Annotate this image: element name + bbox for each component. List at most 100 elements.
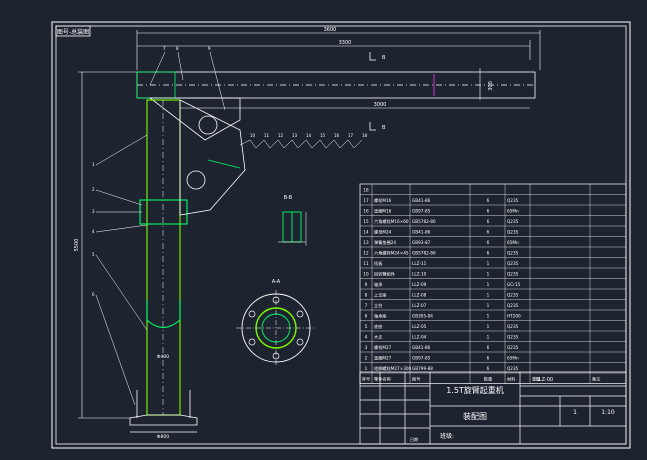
balloon-zig-1: 10	[250, 133, 256, 138]
parts-table-cell: 7	[365, 303, 368, 308]
parts-table-cell: 弹簧垫圈24	[374, 239, 396, 246]
parts-table-cell: 螺母M24	[374, 229, 392, 236]
rotation-plate	[179, 99, 246, 216]
balloon-left-2: 2	[92, 187, 95, 192]
parts-table-cell: GB97-85	[412, 209, 431, 214]
parts-table-cell: Q235	[507, 251, 519, 256]
section-b-markers	[369, 52, 376, 131]
parts-table-cell: 立柱	[374, 302, 383, 309]
parts-table-cell: GB93-87	[412, 240, 431, 245]
parts-table-cell: 1	[365, 366, 368, 371]
dim-arm-inner: 3000	[374, 102, 387, 108]
parts-table-cell: 65Mn	[507, 356, 519, 361]
parts-table-cell: 13	[363, 240, 369, 245]
parts-table-cell: 轴承	[374, 281, 383, 288]
parts-table-cell: 地脚螺栓M27×300	[374, 365, 412, 372]
parts-table-header-cell: 零件名称	[374, 376, 391, 383]
parts-table-cell: GB5782-86	[412, 251, 436, 256]
parts-table-cell: 17	[363, 198, 369, 203]
left-dimension	[78, 71, 137, 419]
parts-table-cell: 8	[365, 293, 368, 298]
left-leaders	[95, 134, 148, 406]
parts-table-cell: 15	[363, 219, 369, 224]
drawing-title: 1.5T旋臂起重机	[446, 385, 504, 395]
balloon-zig-3: 12	[278, 133, 284, 138]
section-bb-label: B-B	[284, 195, 293, 201]
parts-table-cell: LLZ-05	[412, 324, 427, 329]
parts-table-header-cell: 备注	[592, 376, 601, 383]
parts-table-cell: 1	[487, 303, 490, 308]
balloon-zig-2: 11	[264, 133, 270, 138]
dim-beam-height: 300	[488, 81, 494, 91]
parts-table-cell: 6	[487, 251, 490, 256]
parts-table-cell: Q235	[507, 293, 519, 298]
section-aa-label: A-A	[272, 279, 281, 285]
parts-table-frame	[359, 183, 627, 384]
dim-column-height: 5500	[74, 239, 80, 252]
outer-frame	[51, 21, 631, 449]
parts-table-cell: 6	[487, 198, 490, 203]
parts-table-cell: 11	[363, 261, 369, 266]
parts-table-cell: LLZ-10	[412, 272, 427, 277]
parts-table-cell: Q235	[507, 335, 519, 340]
section-aa-flange	[236, 290, 316, 366]
parts-table-cell: 1	[487, 335, 490, 340]
parts-table-cell: 6	[487, 345, 490, 350]
parts-table-cell: Q235	[507, 230, 519, 235]
parts-table-cell: 6	[487, 356, 490, 361]
parts-table-cell: LLZ-11	[412, 261, 427, 266]
parts-table-cell: Q235	[507, 366, 519, 371]
parts-table-cell: 6	[487, 219, 490, 224]
drawing-tag-box	[55, 25, 91, 37]
top-dimensions	[136, 30, 541, 109]
balloon-top-3: 9	[208, 46, 211, 51]
balloon-zig-7: 16	[334, 133, 340, 138]
section-b-bottom: B	[382, 125, 386, 131]
date-label: 日期	[410, 436, 418, 442]
parts-table-cell: GB5782-86	[412, 219, 436, 224]
parts-table-cell: 大支	[374, 334, 383, 341]
parts-table-cell: 12	[363, 251, 369, 256]
balloon-left-3: 3	[92, 209, 95, 214]
balloon-zig-9: 18	[362, 133, 368, 138]
drawing-subtitle: 装配图	[463, 411, 487, 421]
parts-table-cell: 65Mn	[507, 240, 519, 245]
parts-table-cell: 9	[365, 282, 368, 287]
parts-table-cell: 1	[487, 293, 490, 298]
parts-table-cell: 5	[365, 324, 368, 329]
balloon-left-4: 4	[92, 229, 95, 234]
parts-table-cell: Q235	[507, 261, 519, 266]
zigzag-leaders	[239, 139, 363, 149]
parts-table-cell: 1	[487, 314, 490, 319]
dim-arm-length: 3300	[339, 40, 352, 46]
dim-column-dia: Φ400	[157, 354, 169, 360]
parts-table-cell: 6	[365, 314, 368, 319]
drawing-scale: 1:10	[601, 409, 615, 416]
parts-table-cell: 10	[363, 272, 369, 277]
drawing-tag: 图号-总装图	[57, 28, 89, 36]
parts-table-cell: 3	[365, 345, 368, 350]
parts-table-cell: 垫圈M27	[374, 355, 392, 362]
top-leaders	[149, 51, 226, 111]
parts-table-cell: 挡板	[374, 260, 383, 267]
parts-table-cell: Q235	[507, 324, 519, 329]
parts-table-header-cell: 重量	[532, 376, 540, 383]
balloon-zig-6: 15	[320, 133, 326, 138]
parts-table-cell: 16	[363, 209, 369, 214]
parts-table-cell: Q235	[507, 272, 519, 277]
parts-table-cell: GB97-85	[412, 356, 431, 361]
parts-table-cell: 1	[487, 272, 490, 277]
parts-table-cell: Q235	[507, 219, 519, 224]
parts-table-cell: 六角螺栓M24×45	[374, 250, 409, 257]
parts-table-cell: HT200	[507, 314, 521, 319]
parts-table-cell: 1	[487, 324, 490, 329]
parts-table-header-cell: 数量	[484, 376, 492, 383]
section-bb-dims	[278, 212, 307, 246]
parts-table-header-cell: 序号	[362, 376, 370, 383]
parts-table-cell: LLZ-09	[412, 282, 427, 287]
base-assembly	[129, 390, 198, 433]
parts-table-cell: LLZ-08	[412, 293, 427, 298]
